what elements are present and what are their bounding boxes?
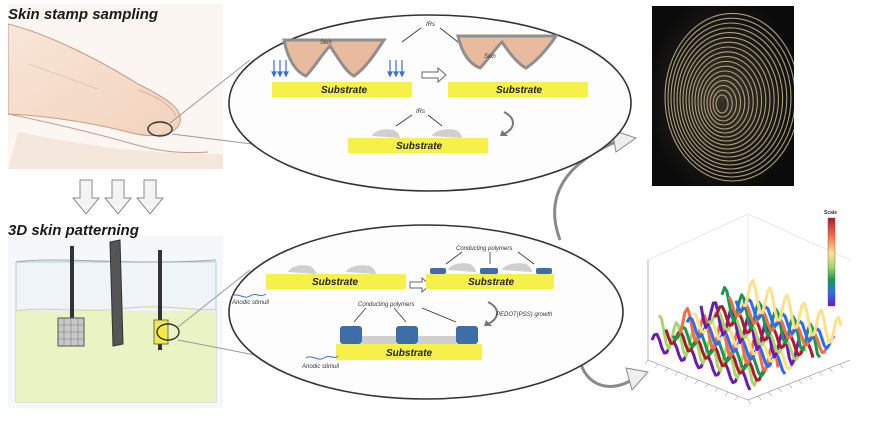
- axis-tick: [684, 375, 689, 381]
- surface-ridge: [713, 305, 815, 359]
- fingerprint-ridge: [679, 36, 779, 162]
- fingerprint-ridge: [673, 27, 788, 170]
- fingerprint-ridge: [682, 41, 775, 158]
- fingerprint-ridge: [700, 70, 750, 134]
- ir-arrows-right: [387, 60, 405, 78]
- svg-text:Substrate: Substrate: [396, 141, 443, 152]
- conducting-top-label: Conducting polymers: [456, 246, 512, 252]
- axis-tick: [734, 395, 739, 401]
- axis-tick: [714, 387, 719, 393]
- fingerprint-ridge: [694, 60, 758, 142]
- svg-text:Substrate: Substrate: [386, 348, 433, 359]
- svg-text:Substrate: Substrate: [312, 277, 359, 288]
- fingerprint-ridge: [691, 56, 763, 146]
- electrochemical-beaker: [8, 236, 223, 408]
- surface-ridge: [707, 309, 808, 362]
- surface-ridge: [671, 325, 773, 378]
- finger-sketch: [7, 4, 223, 169]
- fingerprint-ridge: [709, 84, 737, 122]
- bottom-ellipse-diagram: Substrate Anodic stimuli Conducting poly…: [226, 222, 626, 402]
- axis-tick: [829, 367, 833, 373]
- svg-text:Substrate: Substrate: [321, 85, 368, 96]
- axis-tick: [768, 391, 772, 397]
- surface-ridge: [734, 297, 836, 350]
- axis-tick: [664, 367, 669, 373]
- svg-text:Substrate: Substrate: [468, 277, 515, 288]
- top-ellipse-diagram: Skin Substrate IRs Skin Substrate IRs: [226, 12, 634, 194]
- substrate-left: [272, 82, 412, 97]
- surface-ridge: [678, 306, 780, 372]
- axis-tick: [788, 383, 793, 389]
- axis-tick: [778, 387, 782, 393]
- anodic-bottom-label: Anodic stimuli: [301, 364, 340, 370]
- surface-ridge: [742, 279, 843, 344]
- scale-title: Scale: [824, 210, 837, 216]
- skin-left-label: Skin: [320, 40, 332, 46]
- down-arrows: [70, 178, 180, 218]
- bottom-substrate-left: [266, 274, 406, 289]
- axis-tick: [757, 395, 762, 401]
- fingerprint-ridge: [706, 80, 742, 126]
- axis-tick: [694, 379, 699, 385]
- axis-tick: [747, 399, 752, 405]
- bottom-substrate-bottom: [336, 344, 482, 360]
- substrate-right: [448, 82, 588, 97]
- fingerprint-ridge: [712, 89, 733, 118]
- fingerprint-ridge: [703, 75, 746, 130]
- substrate-bottom: [348, 138, 488, 153]
- axis-tick: [808, 375, 813, 381]
- axis-tick: [819, 371, 823, 377]
- fingerprint-ridge: [715, 94, 729, 114]
- sampling-circle: [147, 121, 173, 137]
- anodic-left-label: Anodic stimuli: [231, 300, 270, 306]
- axis-tick: [839, 363, 844, 369]
- process-arrow: [421, 66, 447, 84]
- axis-tick: [798, 379, 803, 385]
- axis-tick: [704, 383, 709, 389]
- axis-tick: [724, 391, 729, 397]
- fingerprint-ridge: [670, 22, 792, 174]
- fingerprint-photo: [652, 6, 800, 186]
- patterning-title: 3D skin patterning: [8, 222, 139, 239]
- fingerprint-ridge: [685, 46, 771, 154]
- fingerprint-ridge: [697, 65, 754, 138]
- irs-label-top: IRs: [426, 22, 435, 28]
- color-scale-bar: [827, 217, 836, 307]
- skin-right-label: Skin: [484, 54, 496, 60]
- svg-text:Substrate: Substrate: [496, 85, 543, 96]
- axis-tick: [654, 363, 659, 369]
- fingerprint-ridge: [676, 32, 784, 166]
- sampling-title: Skin stamp sampling: [8, 6, 159, 23]
- axis-tick: [644, 359, 649, 365]
- conducting-bottom-label: Conducting polymers: [358, 302, 414, 308]
- irs-label-bottom: IRs: [416, 109, 425, 115]
- growth-label: PEDOT(PSS) growth: [496, 312, 553, 318]
- surface-plot: Scale: [628, 204, 868, 412]
- ir-arrows-left: [271, 60, 289, 78]
- axis-tick: [674, 371, 679, 377]
- bottom-substrate-right: [426, 274, 554, 289]
- fingerprint-ridge: [688, 51, 767, 150]
